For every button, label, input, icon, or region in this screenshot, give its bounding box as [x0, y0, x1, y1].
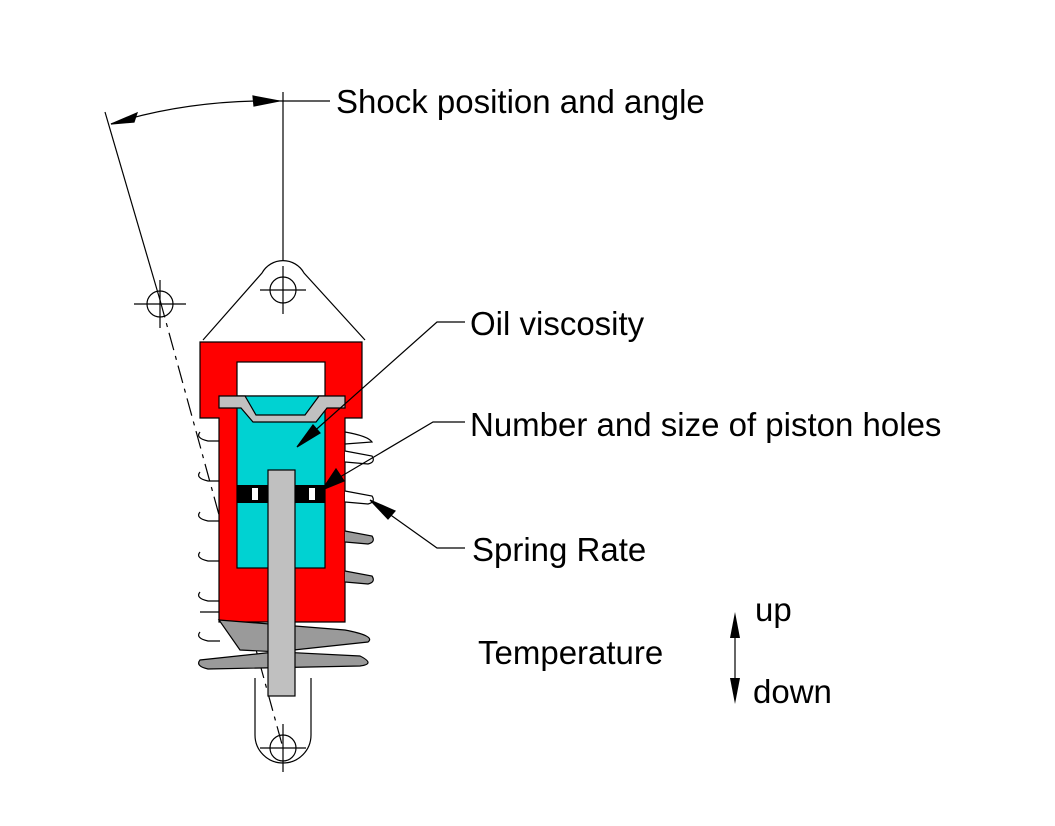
- label-piston-holes: Number and size of piston holes: [470, 406, 941, 443]
- top-pivot-icon: [260, 266, 306, 314]
- chassis-pivot-icon: [134, 280, 186, 328]
- bottom-pivot-icon: [260, 724, 306, 772]
- shock-angle-indicator: [104, 92, 330, 749]
- shock-centerline: [159, 299, 284, 749]
- angle-arc-arrow-right: [252, 95, 280, 107]
- label-up: up: [755, 591, 792, 628]
- leader-piston-holes: [339, 421, 465, 478]
- air-chamber: [236, 361, 326, 397]
- callout-leaders: [296, 321, 465, 549]
- piston-hole-left: [252, 488, 258, 500]
- temperature-arrows: [730, 612, 740, 704]
- tilted-reference-line: [104, 111, 161, 301]
- floating-piston: [218, 395, 346, 423]
- piston-hole-right: [309, 488, 315, 500]
- bottom-mount: [254, 678, 312, 772]
- label-oil-viscosity: Oil viscosity: [470, 305, 645, 342]
- label-temperature: Temperature: [478, 634, 663, 671]
- temperature-down-arrow-icon: [730, 678, 740, 704]
- temperature-up-arrow-icon: [730, 612, 740, 638]
- label-spring-rate: Spring Rate: [472, 531, 646, 568]
- leader-oil-viscosity-arrow: [296, 424, 321, 448]
- spring-back-coils: [198, 431, 374, 642]
- label-down: down: [753, 673, 832, 710]
- leader-spring-rate-arrow: [369, 499, 396, 520]
- top-mount-bracket: [202, 260, 366, 341]
- leader-oil-viscosity: [309, 321, 465, 436]
- angle-arc-arrow-left: [110, 111, 138, 125]
- leader-spring-rate: [377, 505, 465, 549]
- label-shock-position: Shock position and angle: [336, 83, 705, 120]
- leader-piston-holes-arrow: [320, 467, 345, 492]
- piston-rod: [267, 469, 296, 697]
